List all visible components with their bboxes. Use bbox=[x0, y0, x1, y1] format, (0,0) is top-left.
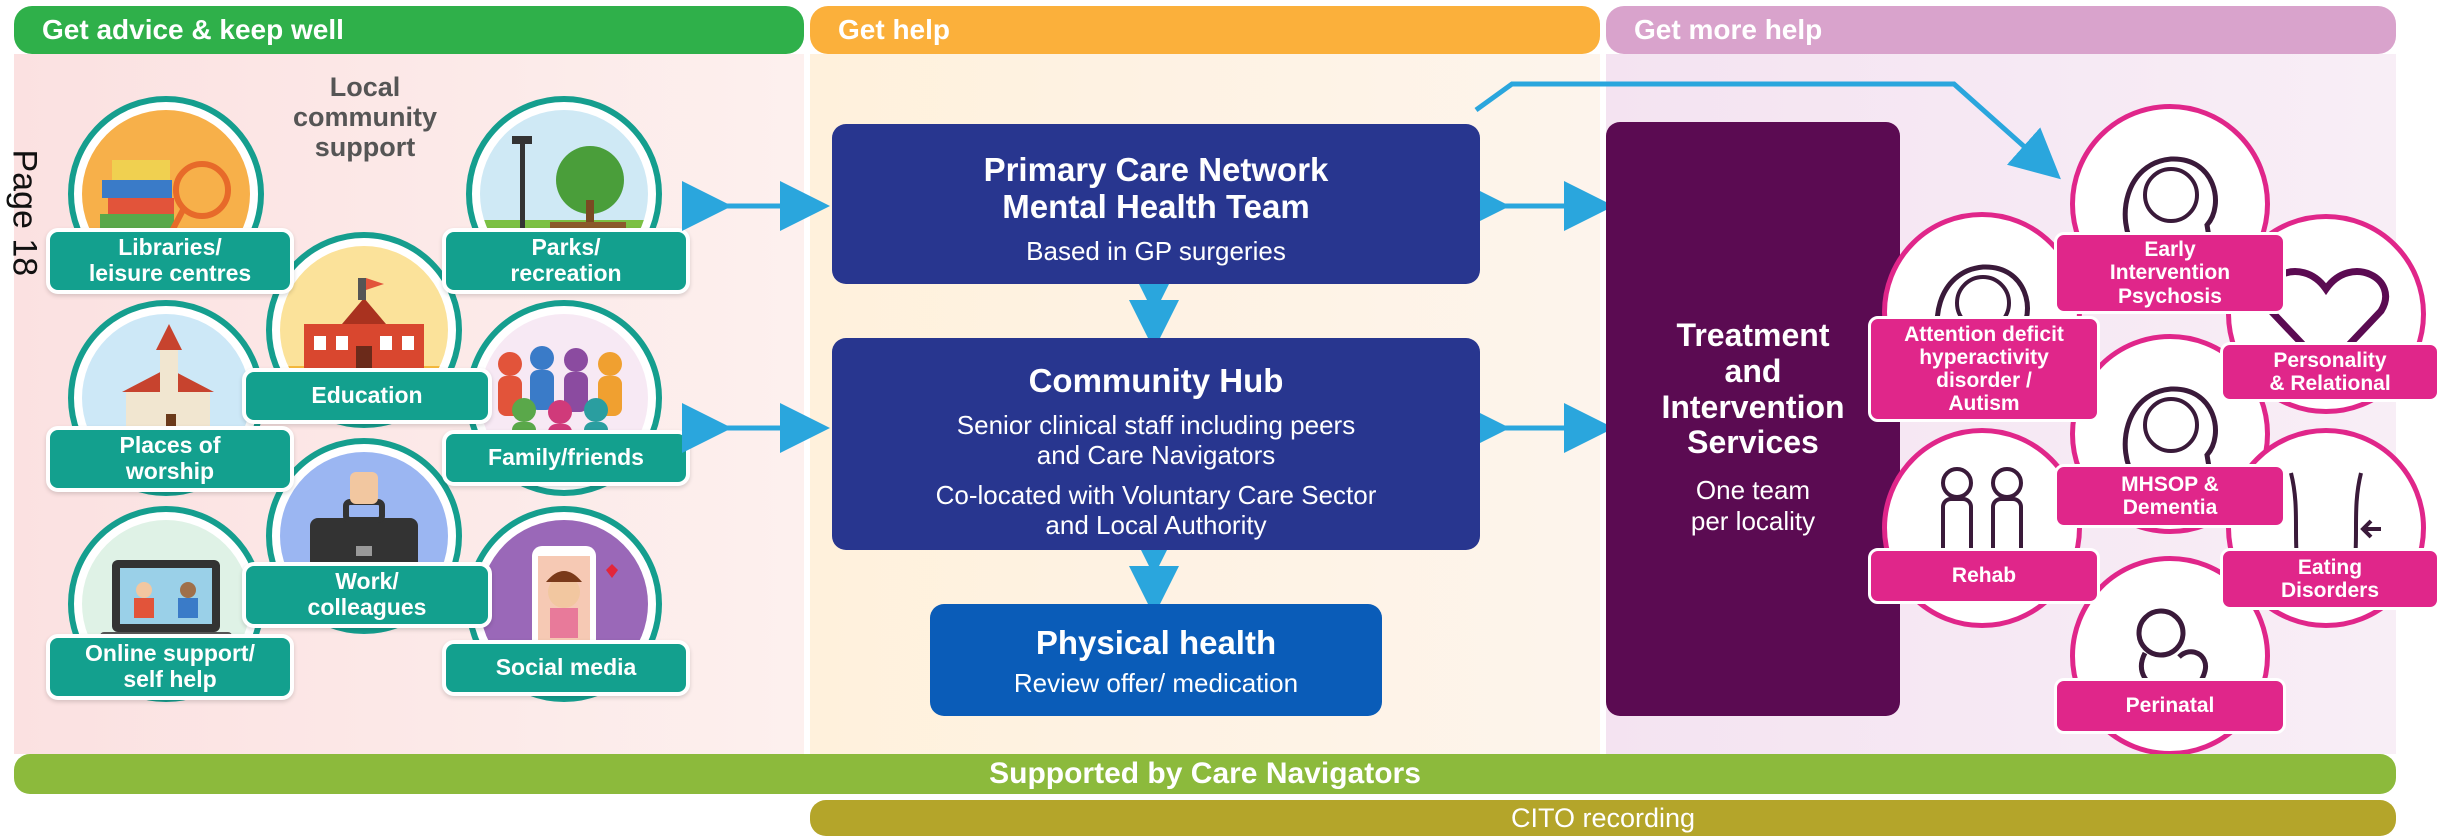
specialist-label-rehab: Rehab bbox=[1868, 548, 2100, 604]
community-label-work: Work/ colleagues bbox=[242, 562, 492, 628]
local-community-support-title: Local community support bbox=[292, 72, 438, 163]
treatment-intervention-box: Treatment and Intervention Services One … bbox=[1606, 122, 1900, 716]
pcn-subtitle: Based in GP surgeries bbox=[1026, 235, 1286, 266]
pcn-mental-health-team-box: Primary Care Network Mental Health Team … bbox=[832, 124, 1480, 284]
pcn-title: Primary Care Network Mental Health Team bbox=[983, 151, 1329, 225]
community-label-social-media: Social media bbox=[442, 640, 690, 696]
community-hub-box: Community Hub Senior clinical staff incl… bbox=[832, 338, 1480, 550]
physical-health-box: Physical health Review offer/ medication bbox=[930, 604, 1382, 716]
hub-line-1: Senior clinical staff including peers an… bbox=[956, 410, 1356, 471]
header-get-help: Get help bbox=[810, 6, 1600, 54]
header-get-advice: Get advice & keep well bbox=[14, 6, 804, 54]
specialist-label-eating: Eating Disorders bbox=[2220, 548, 2440, 610]
specialist-label-personality: Personality & Relational bbox=[2220, 342, 2440, 402]
cito-recording-bar: CITO recording bbox=[810, 800, 2396, 836]
specialist-label-mhsop: MHSOP & Dementia bbox=[2054, 464, 2286, 528]
community-label-education: Education bbox=[242, 368, 492, 424]
community-label-family: Family/friends bbox=[442, 430, 690, 486]
hub-line-2: Co-located with Voluntary Care Sector an… bbox=[935, 480, 1377, 541]
arrow-pcn-to-specialist bbox=[1474, 81, 2061, 180]
specialist-label-adhd-autism: Attention deficit hyperactivity disorder… bbox=[1868, 316, 2100, 422]
hub-title: Community Hub bbox=[1028, 362, 1284, 399]
physical-subtitle: Review offer/ medication bbox=[1013, 668, 1299, 698]
treatment-title: Treatment and Intervention Services bbox=[1661, 317, 1845, 461]
community-label-parks: Parks/ recreation bbox=[442, 228, 690, 294]
community-label-online: Online support/ self help bbox=[46, 634, 294, 700]
treatment-subtitle: One team per locality bbox=[1690, 475, 1816, 536]
header-get-more-help: Get more help bbox=[1606, 6, 2396, 54]
community-label-worship: Places of worship bbox=[46, 426, 294, 492]
community-label-libraries: Libraries/ leisure centres bbox=[46, 228, 294, 294]
care-navigators-bar: Supported by Care Navigators bbox=[14, 754, 2396, 794]
specialist-label-perinatal: Perinatal bbox=[2054, 678, 2286, 734]
physical-title: Physical health bbox=[1035, 624, 1277, 661]
specialist-label-early-intervention: Early Intervention Psychosis bbox=[2054, 232, 2286, 314]
